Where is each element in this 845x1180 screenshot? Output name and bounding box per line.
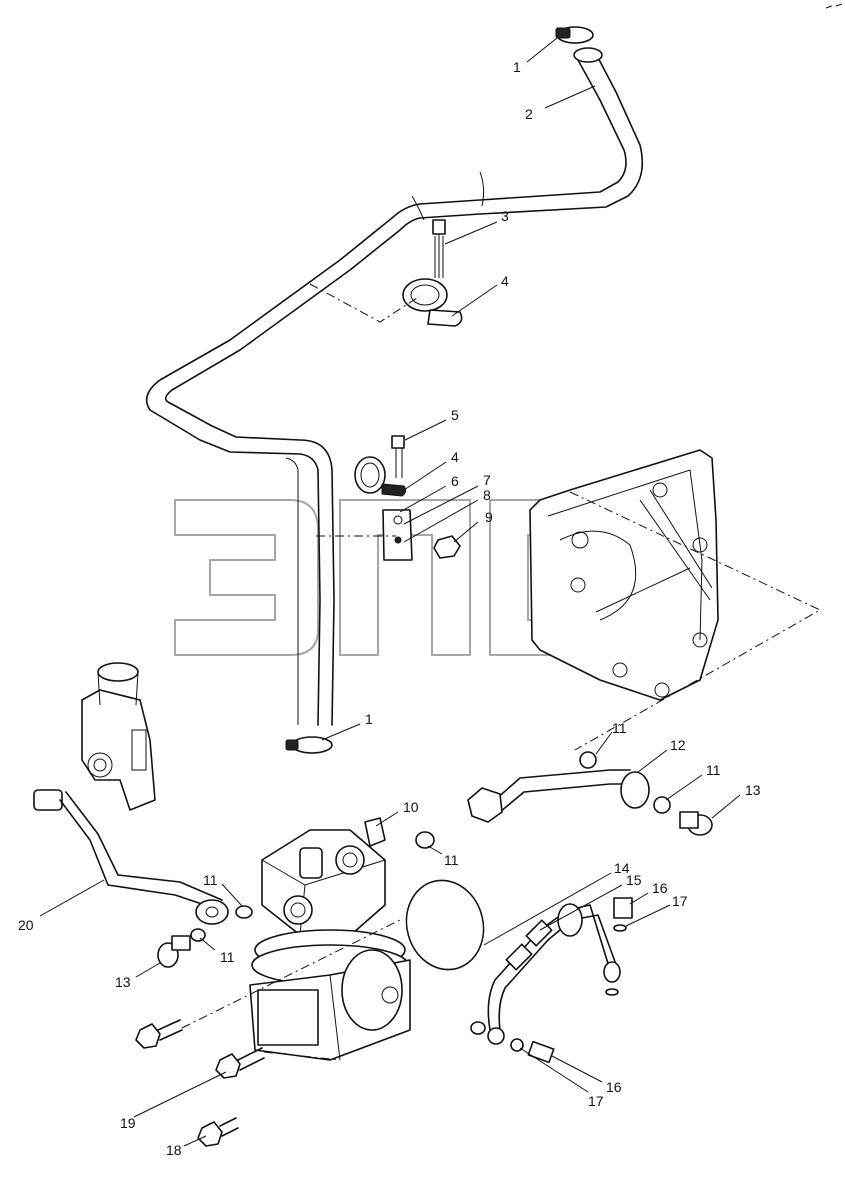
water-pump-housing: [81, 662, 156, 811]
bolt-3: [432, 219, 446, 278]
pipe-12: [415, 751, 671, 849]
hose-clamp-top: [555, 26, 603, 63]
bolt-13-right: [679, 811, 713, 836]
washer-17-lower-pipe: [605, 988, 619, 996]
callout-7: 7: [483, 472, 491, 488]
bolt-left: [135, 1019, 183, 1049]
callout-13: 13: [745, 782, 761, 798]
callout-4: 4: [501, 273, 509, 289]
callout-1: 1: [365, 711, 373, 727]
callout-10: 10: [403, 799, 419, 815]
bolt-19: [215, 1047, 265, 1079]
compressor: [249, 817, 411, 1061]
callout-2: 2: [525, 106, 533, 122]
bolt-5: [391, 435, 405, 478]
washer-17-upper: [613, 924, 627, 932]
bolt-16-upper: [613, 897, 633, 919]
clamp-4-lower: [354, 456, 407, 497]
callout-3: 3: [501, 208, 509, 224]
callout-12: 12: [670, 737, 686, 753]
callout-18: 18: [166, 1142, 182, 1158]
clamp-4-top: [402, 278, 463, 327]
bolt-13-left: [157, 935, 191, 968]
callout-4: 4: [451, 449, 459, 465]
o-ring-14: [405, 879, 485, 971]
callout-11: 11: [612, 720, 627, 736]
pipe-20: [33, 789, 253, 942]
callout-19: 19: [120, 1115, 136, 1131]
callout-8: 8: [483, 487, 491, 503]
pipe-15: [487, 903, 621, 1045]
callout-11: 11: [706, 762, 721, 778]
nut-9: [433, 535, 461, 559]
callout-5: 5: [451, 407, 459, 423]
callout-15: 15: [626, 872, 642, 888]
bolt-18: [197, 1117, 239, 1147]
callout-11: 11: [220, 949, 235, 965]
washer-11-lower: [470, 1021, 486, 1035]
callout-17: 17: [672, 893, 688, 909]
bolt-16-lower: [527, 1040, 555, 1064]
corner-mark: [825, 3, 843, 9]
engine-block: [529, 449, 719, 701]
callouts: 1 2 3 4 5 4 6 7 8 9 1 10 11 12 11 13 11 …: [18, 59, 761, 1158]
bracket-plate-7: [382, 509, 413, 561]
hose-clamp-bottom: [285, 736, 333, 754]
callout-17: 17: [588, 1093, 604, 1109]
pipe-main: [145, 49, 644, 726]
callout-16: 16: [652, 880, 668, 896]
callout-9: 9: [485, 509, 493, 525]
callout-11: 11: [203, 872, 218, 888]
callout-20: 20: [18, 917, 34, 933]
callout-1: 1: [513, 59, 521, 75]
callout-13: 13: [115, 974, 131, 990]
leader-lines: [39, 37, 741, 1147]
callout-6: 6: [451, 473, 459, 489]
callout-16: 16: [606, 1079, 622, 1095]
callout-14: 14: [614, 860, 630, 876]
callout-11: 11: [444, 852, 459, 868]
